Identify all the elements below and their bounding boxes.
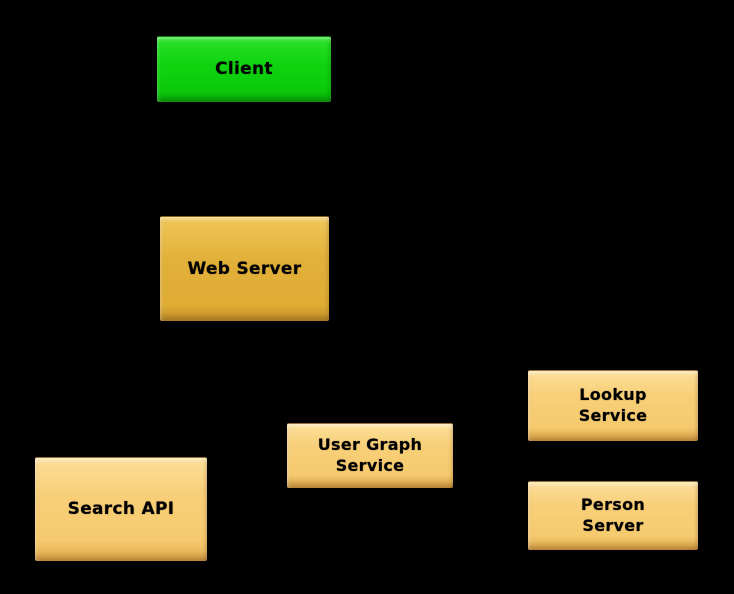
node-search-api: Search API	[35, 457, 207, 561]
node-user-graph-service-label: User Graph Service	[317, 435, 423, 475]
node-search-api-label: Search API	[67, 499, 175, 520]
node-client: Client	[157, 36, 331, 102]
node-lookup-service: Lookup Service	[528, 370, 698, 441]
node-lookup-service-label: Lookup Service	[578, 385, 648, 425]
node-person-server: Person Server	[528, 481, 698, 550]
node-client-label: Client	[215, 59, 273, 80]
node-person-server-label: Person Server	[580, 495, 646, 535]
node-user-graph-service: User Graph Service	[287, 423, 453, 488]
node-web-server-label: Web Server	[187, 258, 302, 279]
node-web-server: Web Server	[160, 216, 329, 321]
